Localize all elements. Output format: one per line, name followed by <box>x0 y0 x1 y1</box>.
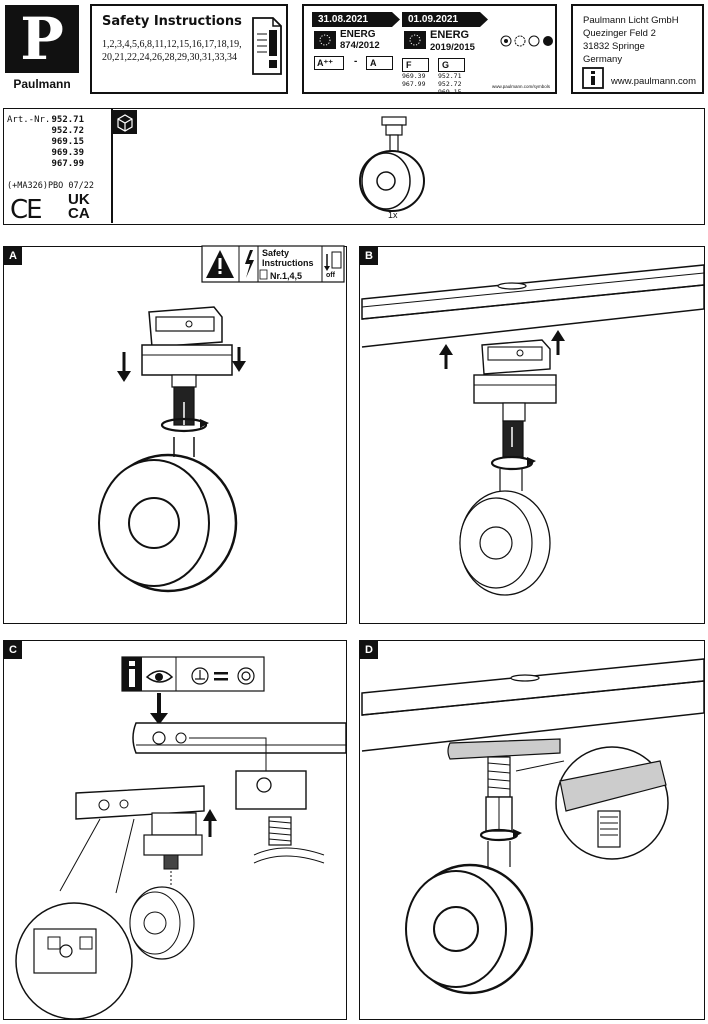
article-number: 969.39 <box>51 148 84 158</box>
ukca-bottom: CA <box>68 205 90 222</box>
quantity-label: 1x <box>388 210 398 220</box>
company-country: Germany <box>583 54 623 65</box>
item-952-71: 952.71 <box>438 72 462 80</box>
step-a-illustration <box>98 306 246 593</box>
item-969-39: 969.39 <box>402 72 426 80</box>
company-name: Paulmann Licht GmbH <box>583 15 679 26</box>
energy-label-box: 31.08.2021 ENERG 874/2012 A⁺⁺ - A 01.09.… <box>302 4 557 96</box>
safety-warning-box <box>201 245 345 283</box>
ukca-mark: UK CA <box>68 191 90 222</box>
brand-name: Paulmann <box>13 77 71 91</box>
eu-flag-icon <box>404 31 426 49</box>
panel-a-safety-nr: Nr.1,4,5 <box>270 271 303 281</box>
arrow-down-icon <box>232 347 246 372</box>
step-letter-a: A <box>4 247 22 265</box>
info-eye-ground-icon <box>121 656 265 692</box>
energy-label-left: ENERG <box>340 29 376 40</box>
step-d-illustration <box>361 658 705 995</box>
article-number: 967.99 <box>51 159 84 169</box>
class-f-items: 969.39 967.99 <box>402 72 425 88</box>
article-label: Art.-Nr.: <box>7 115 56 125</box>
step-c-panel: C <box>3 640 347 1020</box>
info-icon <box>582 67 604 89</box>
safety-instructions-box: Safety Instructions 1,2,3,4,5,6,8,11,12,… <box>90 4 288 94</box>
item-952-72: 952.72 <box>438 80 462 88</box>
step-a-panel: A Safety Instructions Nr.1,4,5 off <box>3 245 347 624</box>
company-address: Paulmann Licht GmbH Quezinger Feld 2 318… <box>583 14 679 66</box>
company-box: Paulmann Licht GmbH Quezinger Feld 2 318… <box>571 4 704 94</box>
logo-square <box>5 5 79 73</box>
energy-class-dash: - <box>354 56 358 67</box>
eu-flag-icon <box>314 31 336 49</box>
company-street: Quezinger Feld 2 <box>583 28 656 39</box>
article-box: Art.-Nr.: 952.71 952.72 969.15 969.39 96… <box>3 108 705 225</box>
step-d-panel: D <box>359 640 705 1020</box>
arrow-tip-icon <box>480 12 488 27</box>
article-numbers: 952.71 952.72 969.15 969.39 967.99 <box>48 115 84 170</box>
package-icon <box>113 110 137 134</box>
energy-label-right: ENERG <box>430 29 470 41</box>
energy-date-right: 01.09.2021 <box>402 12 480 27</box>
class-g-items: 952.71 952.72 969.15 <box>438 72 461 96</box>
energy-class-from: A⁺⁺ <box>314 56 344 70</box>
step-letter-b: B <box>360 247 378 265</box>
panel-a-safety-title: Safety Instructions <box>262 248 314 268</box>
item-969-15: 969.15 <box>438 88 462 96</box>
ukca-top: UK <box>68 191 90 208</box>
arrow-up-icon <box>439 344 453 369</box>
step-c-illustration <box>15 656 347 1020</box>
paulmann-logo: P Paulmann <box>5 5 79 91</box>
divider <box>111 109 113 223</box>
article-number: 969.15 <box>51 137 84 147</box>
item-967-99: 967.99 <box>402 80 426 88</box>
regulation-left: 874/2012 <box>340 40 380 51</box>
article-number: 952.71 <box>51 115 84 125</box>
safety-numbers: 1,2,3,4,5,6,8,11,12,15,16,17,18,19, 20,2… <box>102 39 242 63</box>
regulation-right: 2019/2015 <box>430 42 475 53</box>
ce-mark: CE <box>10 195 43 225</box>
energy-class-f: F <box>402 58 429 72</box>
article-number: 952.72 <box>51 126 84 136</box>
company-city: 31832 Springe <box>583 41 645 52</box>
arrow-up-icon <box>551 330 565 355</box>
company-website: www.paulmann.com <box>611 76 697 87</box>
arrow-tip-icon <box>392 12 400 27</box>
energy-class-to: A <box>366 56 393 70</box>
symbols-url: www.paulmann.com/symbols <box>492 84 551 89</box>
product-overview-spotlight <box>359 116 425 212</box>
step-b-panel: B <box>359 246 705 624</box>
arrow-down-icon <box>117 352 131 382</box>
step-letter-c: C <box>4 641 22 659</box>
product-code: (+MA326)PBO 07/22 <box>7 181 94 191</box>
energy-date-left: 31.08.2021 <box>312 12 392 27</box>
panel-a-off-label: off <box>326 272 335 279</box>
energy-symbols-icon <box>500 35 553 47</box>
safety-title: Safety Instructions <box>102 14 242 29</box>
step-b-illustration <box>361 264 705 596</box>
document-warning-icon <box>252 17 282 75</box>
logo-letter: P <box>20 5 64 73</box>
step-letter-d: D <box>360 641 378 659</box>
energy-class-g: G <box>438 58 465 72</box>
